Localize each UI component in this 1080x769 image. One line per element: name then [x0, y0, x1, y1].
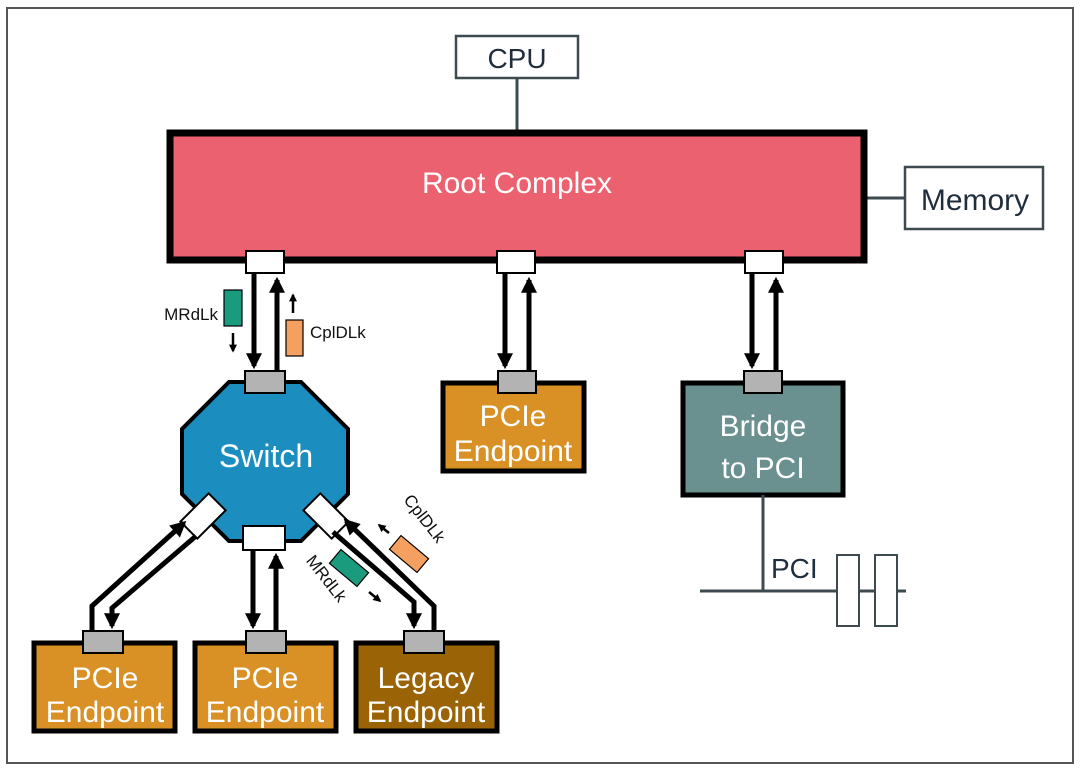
bridge-label-line2: to PCI [721, 452, 804, 485]
link-switch-legacy-up [343, 518, 437, 632]
pcie-endpoint-center-port [245, 630, 287, 654]
rc-port-2 [496, 250, 536, 274]
cpu-label: CPU [487, 43, 546, 74]
pcie-endpoint-mid-line2: Endpoint [454, 435, 573, 468]
pci-bus-label: PCI [771, 553, 818, 584]
link-switch-left-up [89, 520, 187, 632]
switch-upstream-port [244, 370, 286, 394]
pci-slot-2 [874, 554, 898, 627]
root-complex-label: Root Complex [422, 167, 612, 200]
legacy-endpoint-line2: Endpoint [367, 696, 486, 729]
pcie-endpoint-mid-line1: PCIe [480, 400, 547, 433]
rc-port-1 [245, 250, 285, 274]
switch-label: Switch [219, 438, 313, 474]
switch [180, 380, 350, 543]
link-switch-left-down [103, 534, 198, 630]
cpldlk-arrow-diag [377, 524, 390, 534]
pcie-endpoint-left-line1: PCIe [72, 662, 139, 695]
legacy-endpoint-port [403, 630, 445, 654]
link-switch-legacy-down [331, 530, 423, 630]
bridge-to-pci [680, 380, 846, 498]
cpldlk-packet-diag [388, 534, 430, 574]
switch-port-bottom [242, 525, 286, 551]
mrdlk-packet-top [223, 289, 243, 327]
legacy-endpoint-line1: Legacy [378, 662, 475, 695]
rc-port-3 [744, 250, 784, 274]
pcie-endpoint-left-line2: Endpoint [46, 696, 165, 729]
pcie-endpoint-center-line1: PCIe [232, 662, 299, 695]
pcie-endpoint-mid [440, 380, 587, 474]
root-complex [166, 129, 868, 264]
switch-port-right [301, 491, 351, 541]
mrdlk-arrow-diag [368, 591, 382, 603]
pci-slot-1 [836, 554, 860, 627]
bridge-label-line1: Bridge [720, 410, 807, 443]
pcie-endpoint-center [192, 640, 339, 734]
cpldlk-label-top: CplDLk [310, 323, 366, 342]
pcie-endpoint-center-line2: Endpoint [206, 696, 325, 729]
legacy-endpoint [353, 640, 500, 734]
cpldlk-packet-top [285, 319, 304, 357]
pcie-endpoint-left [31, 640, 178, 734]
memory-label: Memory [921, 184, 1029, 217]
cpu-box [454, 34, 580, 80]
mrdlk-packet-diag [328, 548, 370, 588]
mrdlk-label-top: MRdLk [164, 305, 218, 324]
pcie-endpoint-mid-port [497, 370, 537, 394]
pcie-endpoint-left-port [82, 630, 124, 654]
memory-box [903, 165, 1045, 231]
switch-port-left [178, 491, 228, 541]
bridge-port [743, 370, 783, 394]
